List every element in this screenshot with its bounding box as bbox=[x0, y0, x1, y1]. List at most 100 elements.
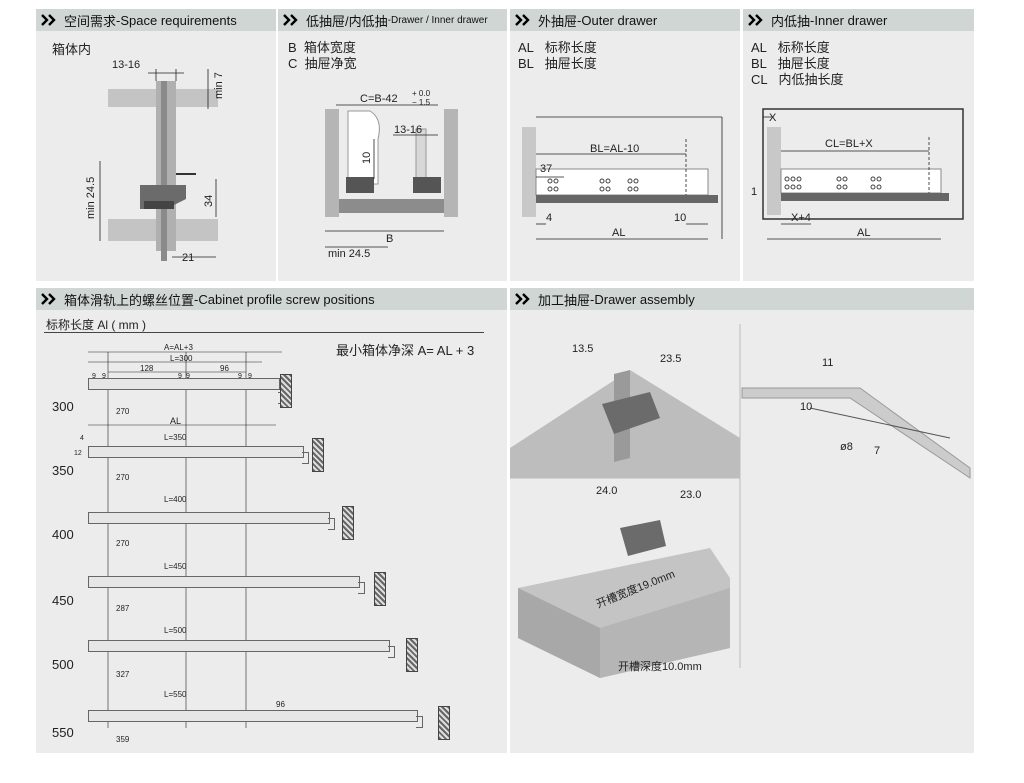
assembly-groove-depth: 开槽深度10.0mm bbox=[618, 659, 702, 673]
legend-cl: CL 内低抽长度 bbox=[751, 72, 844, 87]
wall-hatch bbox=[342, 506, 354, 540]
outer-diagram: BL=AL-10 37 4 10 AL bbox=[522, 116, 723, 240]
header-drawer-assembly: 加工抽屉 - Drawer assembly bbox=[510, 288, 974, 310]
assembly-dim-23-0: 23.0 bbox=[680, 489, 701, 501]
assembly-dim-7: 7 bbox=[874, 445, 880, 457]
double-chevron-icon bbox=[748, 14, 763, 26]
panel-screw-positions: 箱体滑轨上的螺丝位置 - Cabinet profile screw posit… bbox=[36, 288, 507, 753]
rail-extra-label: 96 bbox=[276, 700, 285, 709]
rail-hook bbox=[388, 646, 395, 658]
assembly-diagram: 13.5 23.5 24.0 23.0 11 10 ø8 7 开槽宽度19.0m… bbox=[510, 324, 971, 678]
header-en: Drawer / Inner drawer bbox=[390, 14, 488, 26]
header-drawer: 低抽屉/内低抽 - Drawer / Inner drawer bbox=[278, 9, 507, 31]
rail-hole-label: 270 bbox=[116, 407, 130, 416]
top-label-9a: 9 bbox=[92, 373, 96, 380]
top-label-128: 128 bbox=[140, 364, 154, 373]
row-size-300: 300 bbox=[52, 399, 74, 414]
legend-al: AL 标称长度 bbox=[518, 40, 597, 55]
top-label-4: 4 bbox=[80, 435, 84, 442]
unit-label: 标称长度 Al ( mm ) bbox=[46, 318, 146, 332]
rail-l-label: L=450 bbox=[164, 562, 187, 571]
space-diagram: 13-16 min 7 min 24.5 34 21 bbox=[85, 59, 225, 264]
drawer-diagram: C=B-42 + 0.0 − 1.5 13-16 10 B min 24.5 bbox=[325, 89, 458, 260]
rail-l-label: L=400 bbox=[164, 495, 187, 504]
top-label-96: 96 bbox=[220, 364, 229, 373]
drawer-dim-c: C=B-42 bbox=[360, 93, 398, 105]
double-chevron-icon bbox=[515, 293, 530, 305]
assembly-dim-23-5: 23.5 bbox=[660, 353, 681, 365]
rail-row bbox=[88, 576, 360, 588]
header-space-requirements: 空间需求 - Space requirements bbox=[36, 9, 276, 31]
space-label: 箱体内 bbox=[52, 42, 92, 57]
rail-row bbox=[88, 446, 304, 458]
rail-l-label: L=500 bbox=[164, 626, 187, 635]
assembly-dim-24-0: 24.0 bbox=[596, 485, 617, 497]
drawer-dim-b: B bbox=[386, 233, 393, 245]
rail-hook bbox=[328, 518, 335, 530]
double-chevron-icon bbox=[41, 14, 56, 26]
formula-label: 最小箱体净深 A= AL + 3 bbox=[336, 343, 475, 358]
rail-hook bbox=[302, 452, 309, 464]
inner-dim-al: AL bbox=[857, 227, 870, 239]
drawer-dim-13-16: 13-16 bbox=[394, 124, 422, 136]
rail-hook bbox=[358, 582, 365, 594]
row-size-500: 500 bbox=[52, 657, 74, 672]
top-label-9c: 9 bbox=[178, 373, 182, 380]
rail-hole-label: 287 bbox=[116, 604, 130, 613]
rail-hole-label: 327 bbox=[116, 670, 130, 679]
rail-hole-label: 270 bbox=[116, 473, 130, 482]
panel-space-requirements: 空间需求 - Space requirements 箱体内 13-16 min … bbox=[36, 9, 276, 281]
top-label-9b: 9 bbox=[102, 373, 106, 380]
drawer-dim-min: min 24.5 bbox=[328, 248, 370, 260]
inner-dim-x: X bbox=[769, 112, 777, 124]
top-label-9d: 9 bbox=[186, 373, 190, 380]
double-chevron-icon bbox=[515, 14, 530, 26]
header-screw-positions: 箱体滑轨上的螺丝位置 - Cabinet profile screw posit… bbox=[36, 288, 507, 310]
screw-diagram bbox=[88, 351, 282, 728]
assembly-dim-8: ø8 bbox=[840, 441, 853, 453]
row-size-550: 550 bbox=[52, 725, 74, 740]
top-label-a: A=AL+3 bbox=[164, 343, 193, 352]
drawer-tol-dn: − 1.5 bbox=[412, 98, 431, 107]
inner-dim-x4: X+4 bbox=[791, 212, 811, 224]
outer-dim-37: 37 bbox=[540, 163, 552, 175]
header-inner-drawer: 内低抽 - Inner drawer bbox=[743, 9, 974, 31]
panel-inner-drawer: 内低抽 - Inner drawer AL 标称长度 BL 抽屉长度 CL 内低… bbox=[743, 9, 974, 281]
panel-drawer: 低抽屉/内低抽 - Drawer / Inner drawer B 箱体宽度 C… bbox=[278, 9, 507, 281]
header-en: Drawer assembly bbox=[594, 291, 695, 307]
drawer-tol-up: + 0.0 bbox=[412, 89, 431, 98]
rail-row bbox=[88, 710, 418, 722]
rail-row bbox=[88, 512, 330, 524]
panel-drawer-assembly: 加工抽屉 - Drawer assembly 13.5 23.5 24.0 23… bbox=[510, 288, 974, 753]
assembly-dim-13-5: 13.5 bbox=[572, 343, 593, 355]
header-cn: 空间需求 bbox=[64, 13, 117, 29]
outer-dim-4: 4 bbox=[546, 212, 552, 224]
space-dim-min7: min 7 bbox=[213, 72, 225, 99]
outer-dim-bl: BL=AL-10 bbox=[590, 143, 639, 155]
top-label-9e: 9 bbox=[238, 373, 242, 380]
legend-bl: BL 抽屉长度 bbox=[518, 56, 597, 71]
space-dim-min24: min 24.5 bbox=[85, 177, 97, 219]
wall-hatch bbox=[312, 438, 324, 472]
header-en: Inner drawer bbox=[814, 12, 888, 28]
inner-dim-cl: CL=BL+X bbox=[825, 138, 873, 150]
header-en: Outer drawer bbox=[581, 12, 658, 28]
rail-row bbox=[88, 640, 390, 652]
header-en: Cabinet profile screw positions bbox=[198, 291, 375, 307]
inner-diagram: X CL=BL+X 1 X+4 AL bbox=[751, 108, 964, 240]
drawer-dim-10: 10 bbox=[361, 152, 373, 164]
wall-hatch bbox=[374, 572, 386, 606]
legend-bl: BL 抽屉长度 bbox=[751, 56, 830, 71]
top-label-12: 12 bbox=[74, 450, 82, 457]
top-label-al: AL bbox=[170, 416, 182, 426]
outer-dim-al: AL bbox=[612, 227, 625, 239]
wall-hatch bbox=[280, 374, 292, 408]
space-dim-13-16: 13-16 bbox=[112, 59, 140, 71]
double-chevron-icon bbox=[41, 293, 56, 305]
rail-l-label: L=550 bbox=[164, 690, 187, 699]
rail-hole-label: 270 bbox=[116, 539, 130, 548]
rail-hook bbox=[416, 716, 423, 728]
rail-hole-label: 359 bbox=[116, 735, 130, 744]
wall-hatch bbox=[406, 638, 418, 672]
legend-b: B 箱体宽度 bbox=[288, 40, 356, 55]
